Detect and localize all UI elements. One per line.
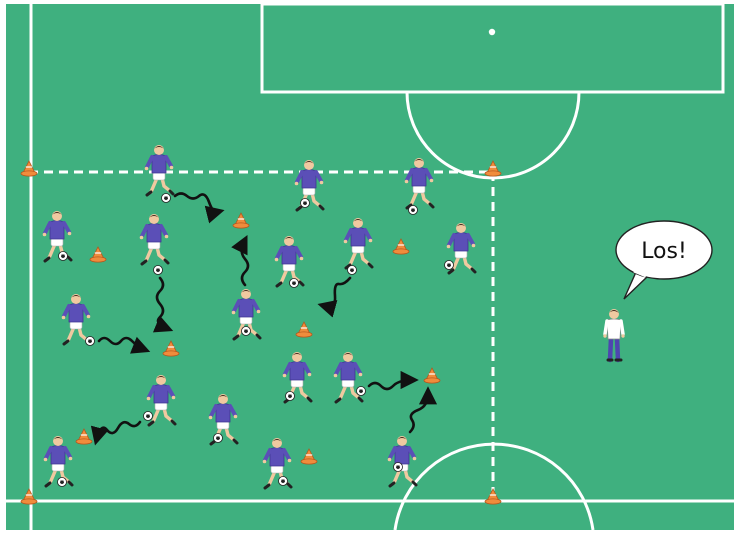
soccer-ball-icon (290, 279, 299, 288)
soccer-ball-icon (279, 477, 288, 486)
soccer-ball-icon (357, 387, 366, 396)
soccer-ball-icon (154, 266, 163, 275)
soccer-ball-icon (242, 327, 251, 336)
soccer-ball-icon (301, 199, 310, 208)
soccer-ball-icon (286, 392, 295, 401)
soccer-ball-icon (144, 412, 153, 421)
soccer-ball-icon (409, 206, 418, 215)
soccer-ball-icon (86, 337, 95, 346)
soccer-ball-icon (58, 478, 67, 487)
speech-bubble-text: Los! (641, 239, 687, 264)
soccer-ball-icon (394, 463, 403, 472)
soccer-ball-icon (59, 252, 68, 261)
soccer-ball-icon (162, 194, 171, 203)
soccer-ball-icon (348, 266, 357, 275)
soccer-ball-icon (214, 434, 223, 443)
penalty-spot (489, 29, 495, 35)
soccer-ball-icon (445, 261, 454, 270)
